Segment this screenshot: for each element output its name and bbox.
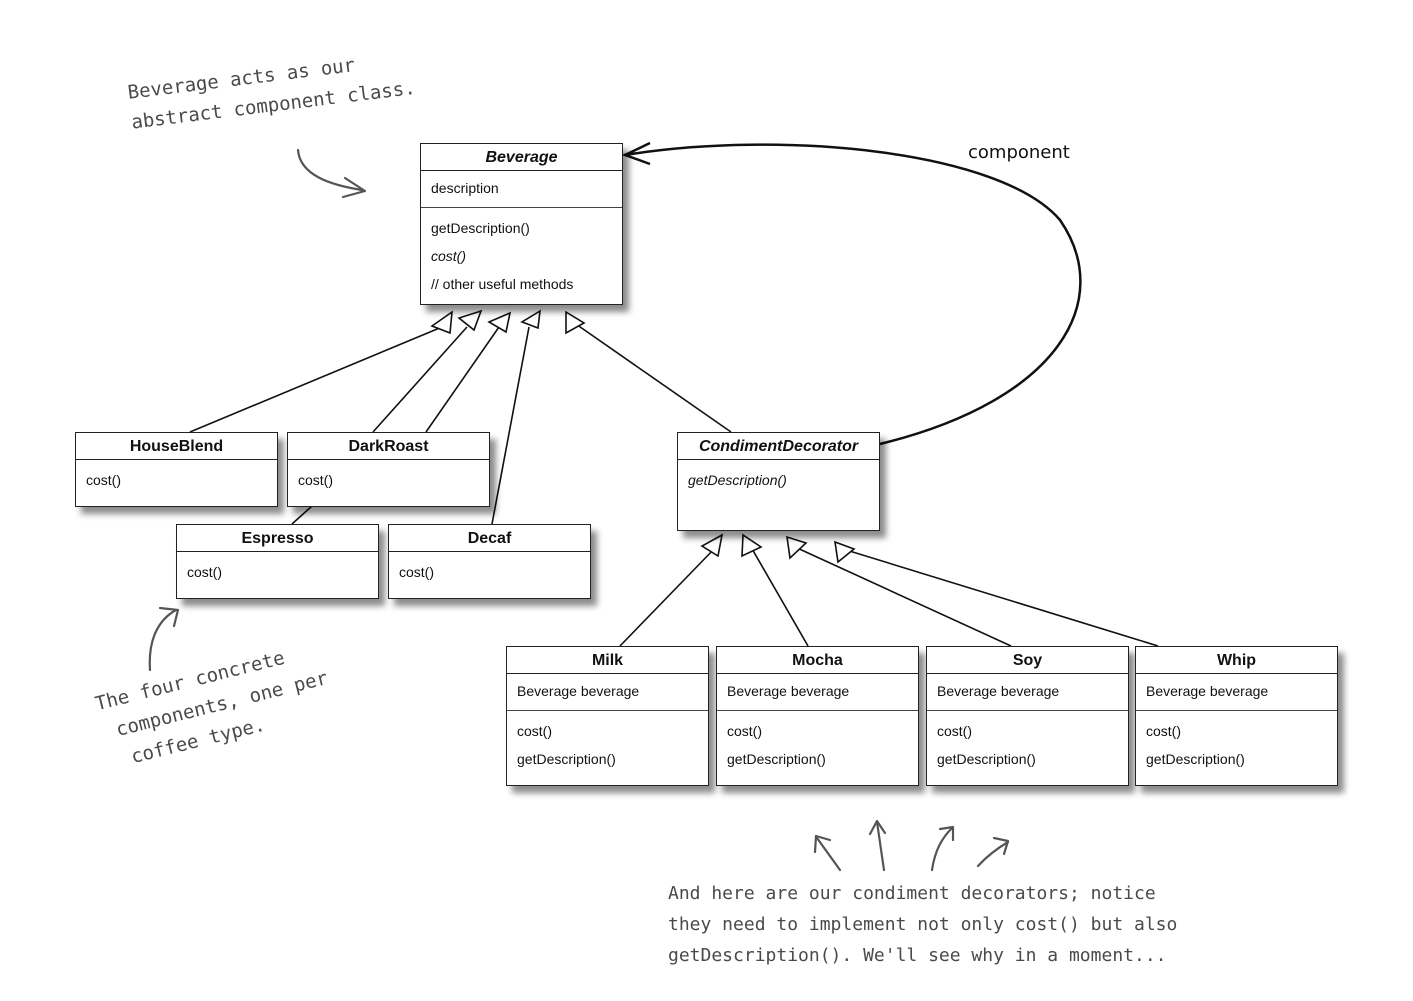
decorator-arrow-4 (976, 840, 1010, 868)
method: cost() (298, 472, 333, 488)
method: getDescription() (688, 472, 787, 488)
class-whip: Whip Beverage beverage cost() getDescrip… (1135, 646, 1338, 786)
methods-section: cost() getDescription() (927, 711, 1128, 781)
arrowhead-whip (834, 540, 856, 564)
method: cost() (399, 564, 434, 580)
decorator-arrow-3 (930, 826, 954, 872)
abstract-note-arrow (296, 148, 364, 192)
method: cost() (86, 472, 121, 488)
note-line: And here are our condiment decorators; n… (668, 883, 1156, 904)
class-milk: Milk Beverage beverage cost() getDescrip… (506, 646, 709, 786)
attribute: Beverage beverage (937, 683, 1060, 699)
class-name: HouseBlend (76, 433, 277, 460)
attributes-section: description (421, 171, 622, 208)
method: cost() (937, 723, 972, 739)
attributes-section: Beverage beverage (507, 674, 708, 711)
arrowhead-condiment (565, 310, 586, 335)
espresso-inherits-line (425, 326, 500, 433)
condiment-inherits-line (572, 321, 732, 433)
method: getDescription() (1146, 751, 1245, 767)
class-espresso: Espresso cost() (176, 524, 379, 599)
methods-section: cost() getDescription() (717, 711, 918, 781)
soy-inherits-line (794, 546, 1012, 647)
method: getDescription() (937, 751, 1036, 767)
methods-section: cost() (76, 460, 277, 502)
method: cost() (187, 564, 222, 580)
concrete-note-arrow (148, 608, 178, 672)
darkroast-inherits-line (372, 326, 468, 433)
methods-section: getDescription() (678, 460, 879, 502)
class-name: Espresso (177, 525, 378, 552)
association-label: component (968, 142, 1070, 163)
method: // other useful methods (431, 276, 574, 292)
method: getDescription() (727, 751, 826, 767)
decorator-arrow-4-head (992, 836, 1010, 856)
methods-section: cost() getDescription() (1136, 711, 1337, 781)
class-name: Milk (507, 647, 708, 674)
note-line: getDescription(). We'll see why in a mom… (668, 945, 1167, 966)
arrowhead-soy (786, 535, 808, 560)
decorator-arrow-3-head (938, 825, 955, 842)
whip-inherits-line (842, 548, 1159, 647)
class-name: DarkRoast (288, 433, 489, 460)
class-name: CondimentDecorator (678, 433, 879, 460)
class-mocha: Mocha Beverage beverage cost() getDescri… (716, 646, 919, 786)
arrowhead-milk (700, 533, 724, 558)
methods-section: cost() (288, 460, 489, 502)
class-soy: Soy Beverage beverage cost() getDescript… (926, 646, 1129, 786)
method: getDescription() (517, 751, 616, 767)
class-darkroast: DarkRoast cost() (287, 432, 490, 507)
methods-section: cost() getDescription() (507, 711, 708, 781)
method: cost() (517, 723, 552, 739)
note-line: they need to implement not only cost() b… (668, 914, 1178, 935)
class-decaf: Decaf cost() (388, 524, 591, 599)
component-association-line (624, 143, 1082, 446)
houseblend-inherits-line (189, 326, 443, 433)
abstract-note-arrowhead (341, 176, 367, 199)
arrowhead-decaf (520, 309, 541, 330)
attributes-section: Beverage beverage (1136, 674, 1337, 711)
decorator-arrow-2-head (868, 819, 887, 836)
class-beverage: Beverage description getDescription() co… (420, 143, 623, 305)
attribute: description (431, 180, 499, 196)
decaf-inherits-line (491, 326, 530, 525)
attribute: Beverage beverage (727, 683, 850, 699)
espresso-darkroast-connector (291, 505, 313, 525)
method: getDescription() (431, 220, 530, 236)
attribute: Beverage beverage (517, 683, 640, 699)
class-condiment-decorator: CondimentDecorator getDescription() (677, 432, 880, 531)
method: cost() (431, 248, 466, 264)
methods-section: cost() (389, 552, 590, 594)
attribute: Beverage beverage (1146, 683, 1269, 699)
class-name: Decaf (389, 525, 590, 552)
methods-section: cost() (177, 552, 378, 594)
decorator-arrow-1-head (813, 834, 832, 854)
inheritance-lines (189, 321, 1159, 647)
class-name: Mocha (717, 647, 918, 674)
class-name: Beverage (421, 144, 622, 171)
decorator-arrow-1 (815, 836, 842, 872)
inheritance-arrowheads (430, 309, 856, 564)
class-name: Soy (927, 647, 1128, 674)
methods-section: getDescription() cost() // other useful … (421, 208, 622, 306)
concrete-note-arrowhead (158, 606, 180, 628)
annotation-arrows (148, 148, 1010, 872)
component-association-arrowhead (621, 141, 651, 166)
arrowhead-houseblend (430, 310, 453, 335)
decorator-arrow-2 (875, 820, 886, 872)
method: cost() (1146, 723, 1181, 739)
method: cost() (727, 723, 762, 739)
attributes-section: Beverage beverage (717, 674, 918, 711)
note-condiment-decorators: And here are our condiment decorators; n… (668, 878, 1177, 971)
class-name: Whip (1136, 647, 1337, 674)
milk-inherits-line (619, 546, 717, 647)
class-houseblend: HouseBlend cost() (75, 432, 278, 507)
arrowhead-espresso (487, 311, 512, 334)
arrowhead-darkroast (457, 309, 483, 332)
attributes-section: Beverage beverage (927, 674, 1128, 711)
arrowhead-mocha (741, 533, 763, 558)
mocha-inherits-line (750, 546, 809, 647)
